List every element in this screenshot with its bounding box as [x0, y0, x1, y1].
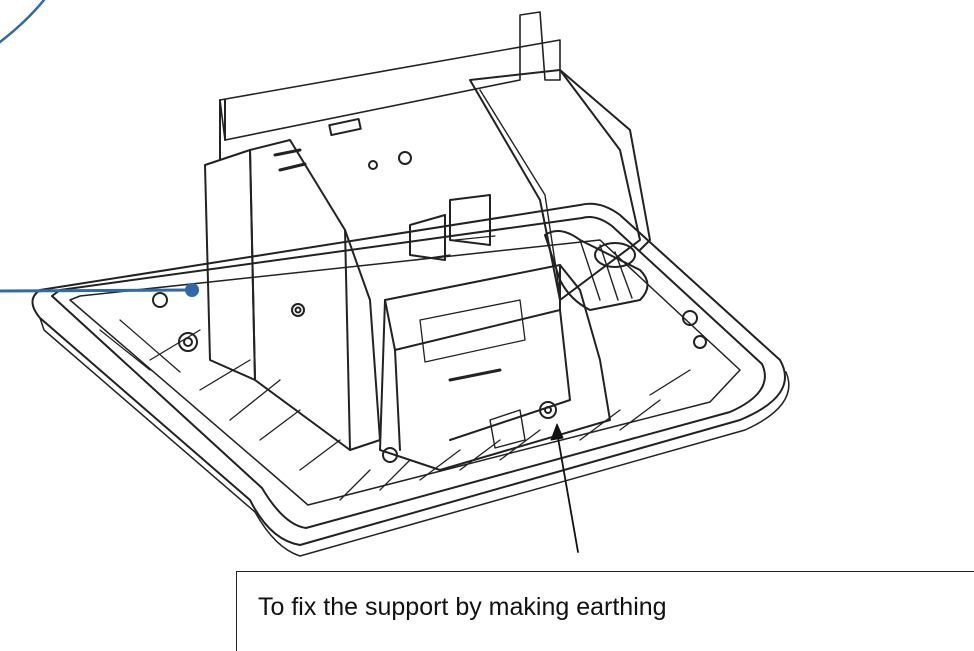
central-housing [204, 11, 651, 471]
corner-arc-decoration [0, 0, 46, 44]
callout-earthing-text: To fix the support by making earthing [258, 593, 667, 621]
cable-clip [544, 230, 649, 311]
base-frame [31, 202, 790, 557]
arrow-earthing [550, 423, 579, 553]
pointer-left [0, 283, 199, 297]
callout-box [236, 571, 974, 651]
